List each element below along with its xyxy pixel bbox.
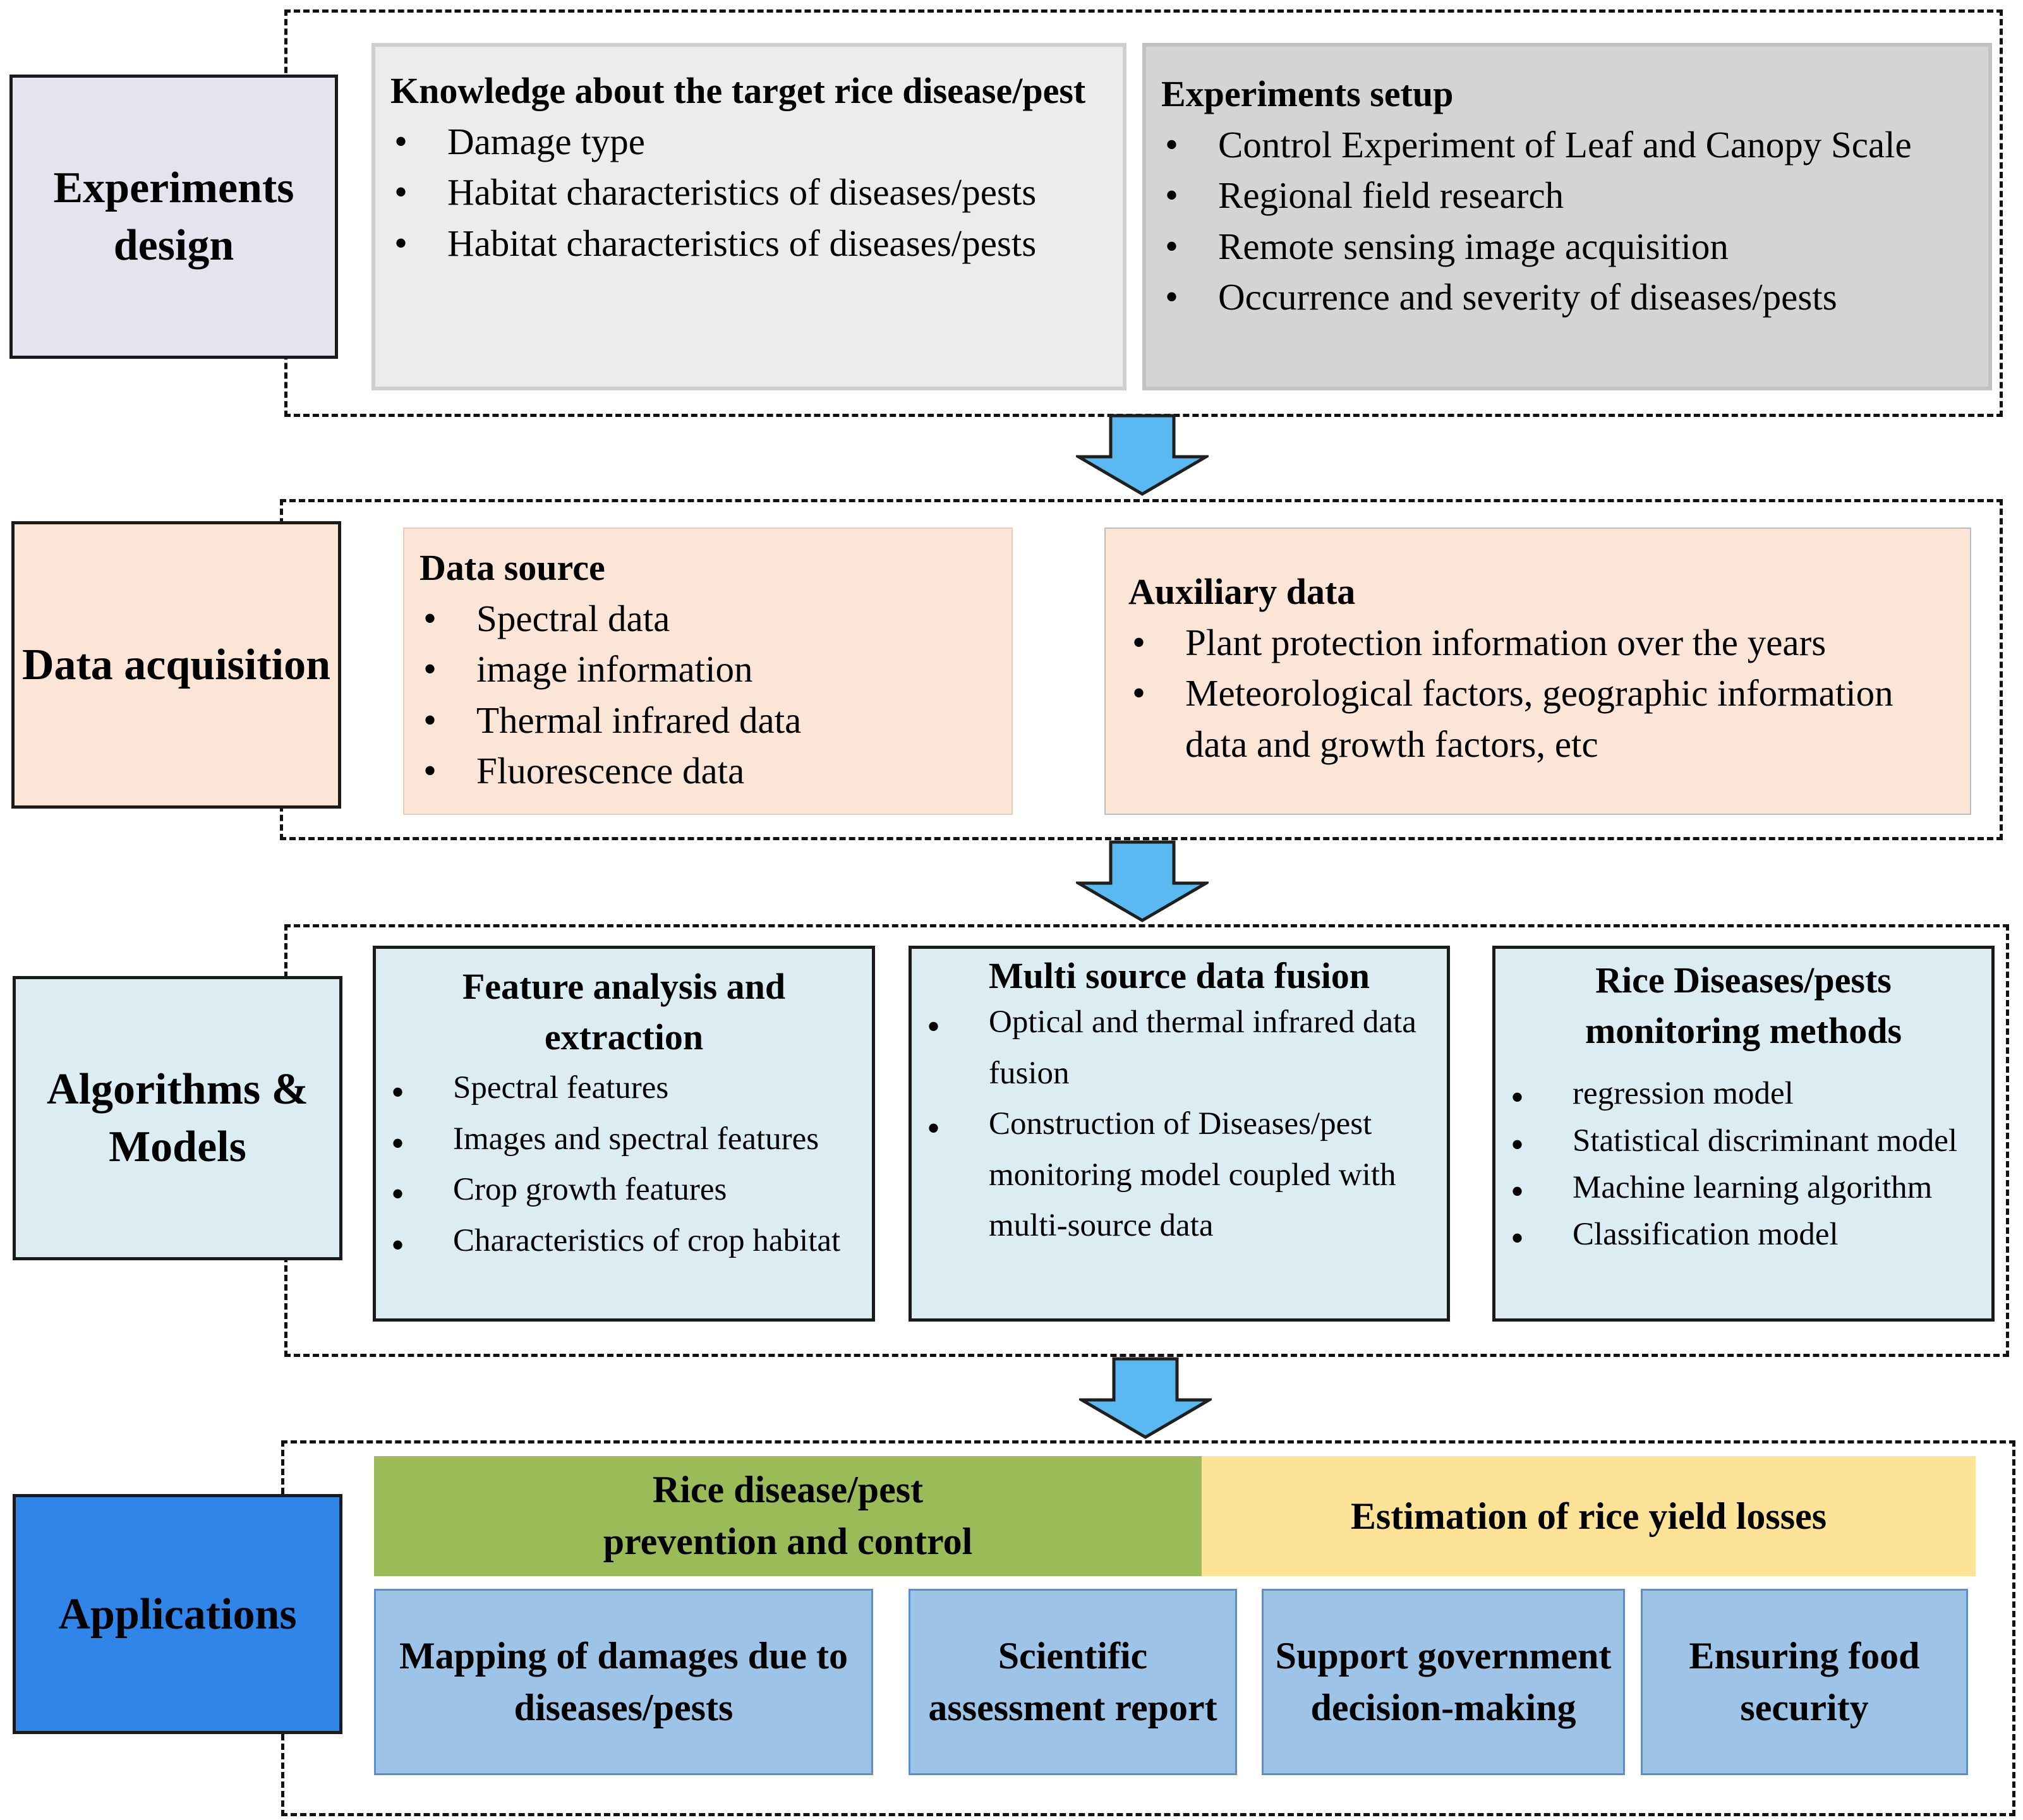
monitoring-methods-box: Rice Diseases/pests monitoring methods r…	[1492, 946, 1995, 1322]
fusion-list: Optical and thermal infrared data fusion…	[923, 997, 1435, 1251]
knowledge-title: Knowledge about the target rice disease/…	[390, 70, 1086, 111]
list-item: image information	[420, 644, 996, 696]
down-arrow-icon	[1076, 414, 1209, 496]
list-item: Remote sensing image acquisition	[1161, 221, 1973, 273]
setup-title: Experiments setup	[1161, 73, 1454, 114]
list-item: Crop growth features	[387, 1164, 861, 1224]
list-item: Classification model	[1507, 1211, 1980, 1267]
feature-list: Spectral features Images and spectral fe…	[387, 1063, 861, 1275]
list-item: Spectral features	[387, 1063, 861, 1122]
list-item: Meteorological factors, geographic infor…	[1128, 668, 1955, 769]
prevention-control-bar: Rice disease/pest prevention and control	[374, 1456, 1202, 1576]
knowledge-box: Knowledge about the target rice disease/…	[371, 43, 1126, 390]
list-item: Thermal infrared data	[420, 695, 996, 747]
stage-experiments-design: Experiments design	[9, 75, 338, 359]
list-item: Characteristics of crop habitat	[387, 1215, 861, 1275]
app-government-support: Support government decision-making	[1262, 1589, 1625, 1775]
list-item: Plant protection information over the ye…	[1128, 617, 1955, 669]
stage-applications: Applications	[13, 1494, 342, 1734]
yield-loss-estimation-bar: Estimation of rice yield losses	[1202, 1456, 1976, 1576]
app-scientific-assessment: Scientific assessment report	[909, 1589, 1237, 1775]
data-source-box: Data source Spectral data image informat…	[403, 527, 1013, 815]
fusion-title: Multi source data fusion	[988, 955, 1370, 996]
list-item: Regional field research	[1161, 170, 1973, 222]
list-item: Habitat characteristics of diseases/pest…	[390, 167, 1108, 219]
app-food-security: Ensuring food security	[1641, 1589, 1968, 1775]
stage-data-acquisition: Data acquisition	[11, 521, 341, 809]
data-fusion-box: Multi source data fusion Optical and the…	[909, 946, 1450, 1322]
list-item: Statistical discriminant model	[1507, 1118, 1980, 1173]
auxiliary-list: Plant protection information over the ye…	[1128, 617, 1955, 769]
list-item: Habitat characteristics of diseases/pest…	[390, 218, 1108, 270]
auxiliary-data-box: Auxiliary data Plant protection informat…	[1104, 527, 1971, 815]
setup-list: Control Experiment of Leaf and Canopy Sc…	[1161, 119, 1973, 323]
monitoring-title: Rice Diseases/pests monitoring methods	[1585, 960, 1902, 1052]
setup-box: Experiments setup Control Experiment of …	[1142, 43, 1992, 390]
auxiliary-title: Auxiliary data	[1128, 571, 1356, 612]
data-source-title: Data source	[420, 547, 605, 588]
feature-analysis-box: Feature analysis and extraction Spectral…	[373, 946, 875, 1322]
list-item: Images and spectral features	[387, 1114, 861, 1173]
data-source-list: Spectral data image information Thermal …	[420, 593, 996, 797]
app-mapping-damages: Mapping of damages due to diseases/pests	[374, 1589, 873, 1775]
list-item: Spectral data	[420, 593, 996, 645]
stage-algorithms-models: Algorithms & Models	[13, 976, 342, 1260]
down-arrow-icon	[1079, 1357, 1212, 1439]
list-item: Fluorescence data	[420, 745, 996, 797]
monitoring-list: regression model Statistical discriminan…	[1507, 1070, 1980, 1267]
list-item: Machine learning algorithm	[1507, 1164, 1980, 1220]
list-item: Optical and thermal infrared data fusion	[923, 997, 1435, 1099]
list-item: regression model	[1507, 1070, 1980, 1126]
list-item: Damage type	[390, 116, 1108, 168]
list-item: Occurrence and severity of diseases/pest…	[1161, 272, 1973, 323]
knowledge-list: Damage type Habitat characteristics of d…	[390, 116, 1108, 270]
feature-title: Feature analysis and extraction	[462, 966, 786, 1058]
list-item: Control Experiment of Leaf and Canopy Sc…	[1161, 119, 1973, 171]
down-arrow-icon	[1076, 840, 1209, 922]
list-item: Construction of Diseases/pest monitoring…	[923, 1099, 1435, 1251]
